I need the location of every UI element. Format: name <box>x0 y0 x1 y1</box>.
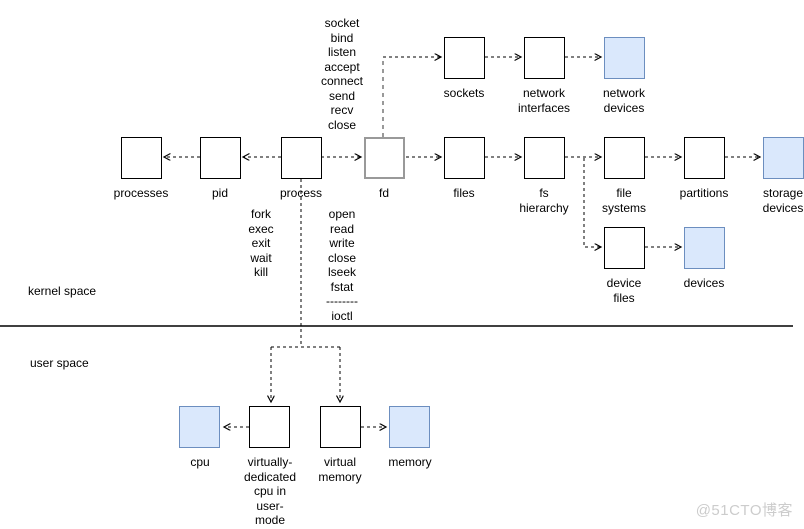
node-memory-box <box>389 406 430 448</box>
node-cpu-box <box>179 406 220 448</box>
connector-process-down-t-split <box>271 179 340 348</box>
node-network-devices-label: network devices <box>602 86 646 115</box>
node-partitions-label: partitions <box>679 186 729 200</box>
node-network-interfaces-label: network interfaces <box>517 86 571 115</box>
node-processes-box <box>121 137 162 179</box>
node-file-systems-label: file systems <box>601 186 646 215</box>
node-devices-label: devices <box>683 276 725 290</box>
node-device-files-box <box>604 227 645 269</box>
socket-syscalls-annotation: socket bind listen accept connect send r… <box>320 16 364 132</box>
node-processes-label: processes <box>113 186 169 200</box>
node-device-files-label: device files <box>606 276 642 305</box>
user-space-label: user space <box>30 356 89 370</box>
node-sockets-label: sockets <box>443 86 485 100</box>
node-fs-hierarchy-label: fs hierarchy <box>519 186 569 215</box>
node-storage-devices-box <box>763 137 804 179</box>
node-network-interfaces-box <box>524 37 565 79</box>
node-memory-label: memory <box>388 455 432 469</box>
node-files-label: files <box>453 186 475 200</box>
file-syscalls-annotation: open read write close lseek fstat ------… <box>326 207 358 323</box>
node-virtual-cpu-box <box>249 406 290 448</box>
node-fd-box <box>364 137 405 179</box>
node-process-label: process <box>279 186 323 200</box>
node-pid-box <box>200 137 241 179</box>
node-file-systems-box <box>604 137 645 179</box>
site-watermark: @51CTO博客 <box>695 502 793 519</box>
node-fs-hierarchy-box <box>524 137 565 179</box>
kernel-space-label: kernel space <box>28 284 97 298</box>
node-files-box <box>444 137 485 179</box>
node-sockets-box <box>444 37 485 79</box>
node-pid-label: pid <box>211 186 228 200</box>
process-syscalls-annotation: fork exec exit wait kill <box>248 207 274 279</box>
node-network-devices-box <box>604 37 645 79</box>
node-virtual-cpu-label: virtually- dedicated cpu in user- mode <box>243 455 297 527</box>
node-partitions-box <box>684 137 725 179</box>
node-virtual-memory-box <box>320 406 361 448</box>
node-virtual-memory-label: virtual memory <box>318 455 362 484</box>
node-devices-box <box>684 227 725 269</box>
node-storage-devices-label: storage devices <box>762 186 804 215</box>
node-cpu-label: cpu <box>190 455 210 469</box>
node-process-box <box>281 137 322 179</box>
node-fd-label: fd <box>378 186 389 200</box>
